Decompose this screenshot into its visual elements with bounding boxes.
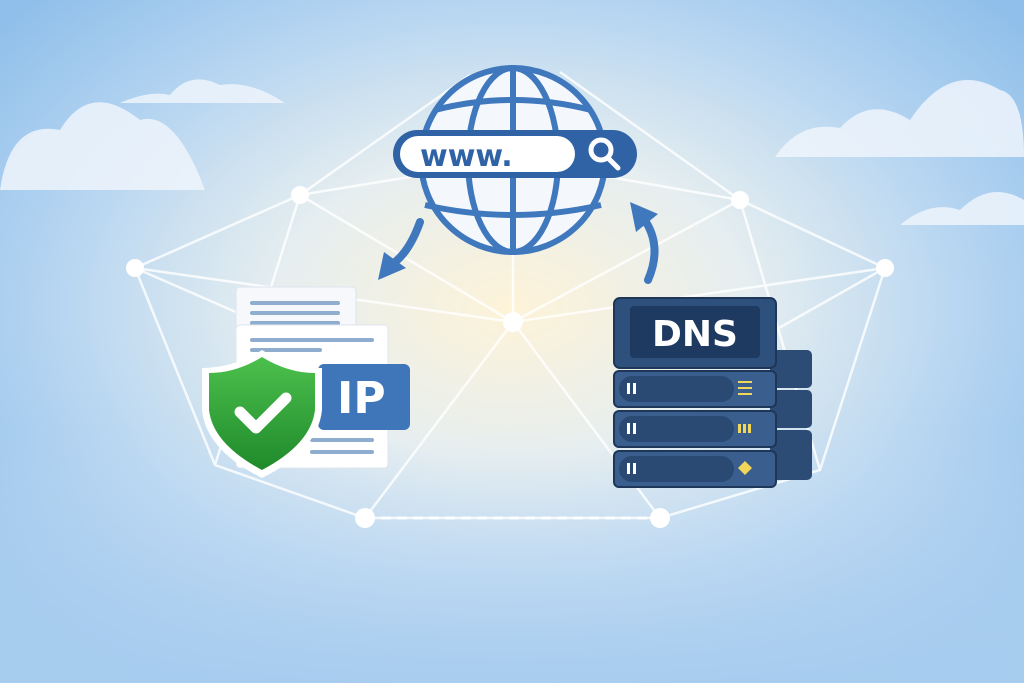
network-node bbox=[731, 191, 749, 209]
server-unit bbox=[613, 450, 777, 488]
arrow-to-globe-icon bbox=[630, 202, 659, 284]
network-node bbox=[650, 508, 670, 528]
server-unit bbox=[613, 370, 777, 408]
network-node bbox=[291, 186, 309, 204]
cloud bbox=[0, 102, 205, 190]
server-unit bbox=[613, 410, 777, 448]
network-nodes bbox=[126, 186, 894, 528]
server-rack-icon: DNS bbox=[613, 297, 812, 488]
arrow-to-ip-icon bbox=[378, 218, 424, 280]
ip-label: IP bbox=[337, 373, 386, 424]
search-bar: www. bbox=[393, 130, 637, 178]
network-node bbox=[355, 508, 375, 528]
dns-label: DNS bbox=[652, 314, 738, 355]
indicator-light bbox=[738, 424, 751, 433]
ip-document: IP bbox=[202, 286, 410, 478]
search-bar-text: www. bbox=[420, 139, 513, 174]
network-node bbox=[126, 259, 144, 277]
search-icon bbox=[588, 137, 621, 171]
cloud bbox=[775, 80, 1024, 157]
ground-haze bbox=[0, 430, 1024, 683]
network-node bbox=[503, 312, 523, 332]
network-node bbox=[876, 259, 894, 277]
shield-check-icon bbox=[202, 350, 322, 478]
clouds bbox=[0, 79, 1024, 225]
cloud bbox=[120, 79, 285, 103]
indicator-light bbox=[738, 461, 752, 475]
indicator-light bbox=[738, 381, 752, 395]
cloud bbox=[900, 192, 1024, 225]
